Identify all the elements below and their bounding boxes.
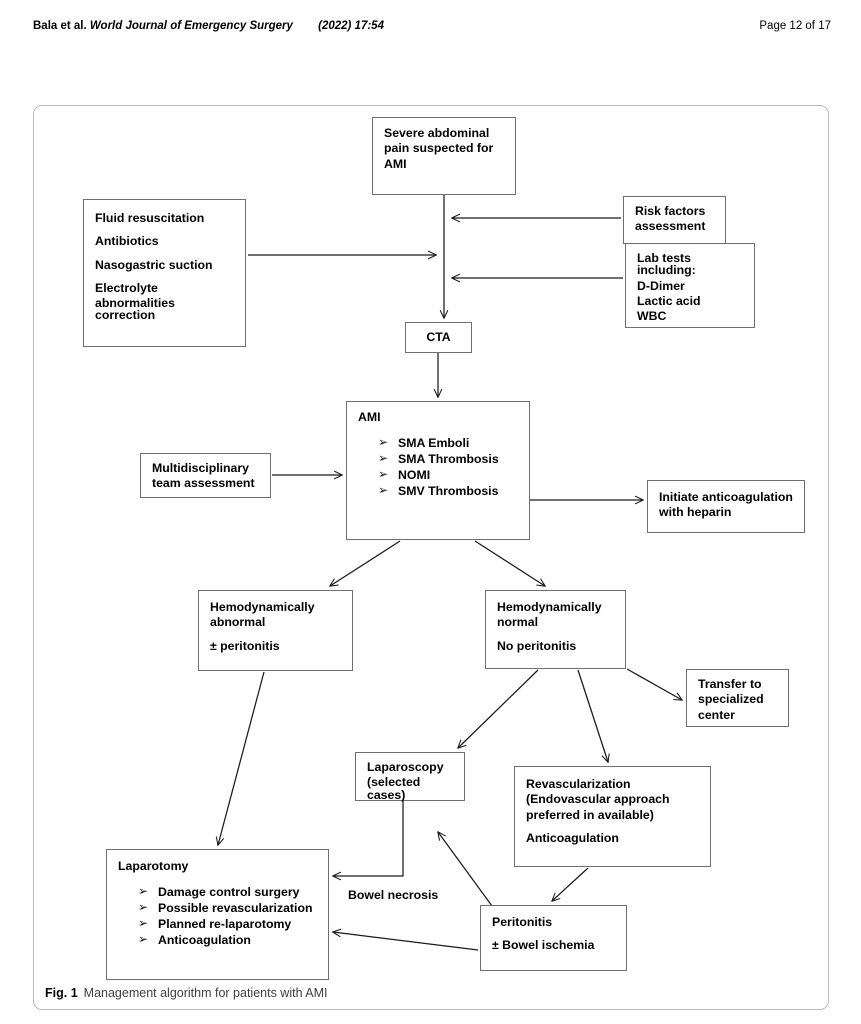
box-laparoscopy[interactable]: Laparoscopy (selected cases): [355, 752, 465, 801]
initial-line-4: Electrolyte: [95, 280, 158, 295]
bullet-arrow-icon: ➢: [378, 482, 389, 497]
initial-line-1: Fluid resuscitation: [95, 211, 205, 225]
bullet-arrow-icon: ➢: [378, 451, 389, 466]
bullet-arrow-icon: ➢: [138, 915, 149, 930]
anticoag-line-1: Initiate anticoagulation: [659, 490, 793, 504]
running-head-journal: World Journal of Emergency Surgery: [89, 20, 293, 32]
ami-bullet-label: SMA Thrombosis: [398, 452, 499, 467]
running-head-issue: (2022) 17:54: [318, 20, 384, 32]
laparotomy-bullet-label: Planned re-laparotomy: [158, 916, 292, 931]
peritonitis-title: Peritonitis: [492, 915, 553, 929]
page-number: Page 12 of 17: [759, 20, 831, 32]
revasc-line-3: preferred in available): [526, 807, 654, 822]
box-peritonitis[interactable]: Peritonitis ± Bowel ischemia: [480, 905, 627, 971]
figure-caption-text: Management algorithm for patients with A…: [83, 986, 328, 1000]
box-transfer-to-specialized-center[interactable]: Transfer to specialized center: [686, 669, 789, 727]
ami-bullet-item: ➢ SMV Thrombosis: [358, 482, 519, 498]
hemo-abn-sub: ± peritonitis: [210, 638, 280, 653]
initial-line-3: Nasogastric suction: [95, 257, 213, 272]
mdt-line-2: team assessment: [152, 476, 255, 491]
laparoscopy-line-2: (selected cases): [367, 775, 421, 802]
severe-line-1: Severe abdominal: [384, 126, 490, 140]
box-multidisciplinary-team[interactable]: Multidisciplinary team assessment: [140, 453, 271, 498]
lab-line-1: Lab tests including:: [637, 251, 696, 278]
initial-line-2: Antibiotics: [95, 234, 159, 249]
box-revascularization[interactable]: Revascularization (Endovascular approach…: [514, 766, 711, 867]
mdt-line-1: Multidisciplinary: [152, 461, 250, 475]
transfer-line-3: center: [698, 707, 735, 722]
laparotomy-bullet-label: Possible revascularization: [158, 901, 313, 916]
box-cta[interactable]: CTA: [405, 322, 472, 353]
peritonitis-sub: ± Bowel ischemia: [492, 938, 595, 953]
anticoag-line-2: with heparin: [659, 505, 732, 520]
laparotomy-title: Laparotomy: [118, 859, 189, 873]
ami-bullet-label: SMA Emboli: [398, 436, 470, 451]
severe-line-3: AMI: [384, 156, 407, 171]
risk-line-2: assessment: [635, 219, 706, 234]
ami-bullet-list: ➢ SMA Emboli ➢ SMA Thrombosis ➢ NOMI ➢ SMV T…: [358, 435, 519, 498]
bullet-arrow-icon: ➢: [378, 435, 389, 450]
risk-line-1: Risk factors: [635, 204, 706, 218]
hemo-norm-line-1: Hemodynamically: [497, 600, 602, 614]
box-risk-factors-assessment[interactable]: Risk factors assessment: [623, 196, 726, 244]
box-initiate-anticoagulation[interactable]: Initiate anticoagulation with heparin: [647, 480, 805, 533]
hemo-abn-line-1: Hemodynamically: [210, 600, 315, 614]
laparotomy-bullet-list: ➢ Damage control surgery ➢ Possible revasc…: [118, 884, 318, 947]
box-lab-tests[interactable]: Lab tests including: D-Dimer Lactic acid…: [625, 243, 755, 328]
laparoscopy-line-1: Laparoscopy: [367, 760, 444, 774]
severe-line-2: pain suspected for: [384, 141, 494, 156]
laparotomy-bullet-item: ➢ Planned re-laparotomy: [118, 915, 318, 931]
bullet-arrow-icon: ➢: [138, 884, 149, 899]
transfer-line-1: Transfer to: [698, 677, 762, 691]
box-severe-abdominal-pain[interactable]: Severe abdominal pain suspected for AMI: [372, 117, 516, 195]
lab-line-4: WBC: [637, 309, 667, 324]
box-hemodynamically-abnormal[interactable]: Hemodynamically abnormal ± peritonitis: [198, 590, 353, 671]
ami-bullet-item: ➢ NOMI: [358, 466, 519, 482]
ami-title: AMI: [358, 410, 381, 424]
box-ami[interactable]: AMI ➢ SMA Emboli ➢ SMA Thrombosis ➢ NOMI ➢ S…: [346, 401, 530, 540]
hemo-norm-line-2: normal: [497, 615, 538, 630]
box-laparotomy[interactable]: Laparotomy ➢ Damage control surgery ➢ Poss…: [106, 849, 329, 980]
ami-bullet-item: ➢ SMA Thrombosis: [358, 451, 519, 467]
cta-label: CTA: [426, 330, 451, 345]
ami-bullet-item: ➢ SMA Emboli: [358, 435, 519, 451]
box-hemodynamically-normal[interactable]: Hemodynamically normal No peritonitis: [485, 590, 626, 669]
figure-number: Fig. 1: [45, 986, 78, 1000]
lab-line-2: D-Dimer: [637, 278, 685, 293]
laparotomy-bullet-item: ➢ Damage control surgery: [118, 884, 318, 900]
bullet-arrow-icon: ➢: [378, 466, 389, 481]
running-head: Bala et al. World Journal of Emergency S…: [0, 20, 861, 38]
ami-bullet-label: NOMI: [398, 467, 431, 482]
box-initial-management[interactable]: Fluid resuscitation Antibiotics Nasogast…: [83, 199, 246, 347]
running-head-authors: Bala et al.: [33, 20, 87, 32]
initial-line-5: abnormalities correction: [95, 296, 175, 323]
running-head-left: Bala et al. World Journal of Emergency S…: [33, 20, 384, 32]
figure-caption: Fig. 1 Management algorithm for patients …: [45, 986, 328, 1000]
laparotomy-bullet-label: Anticoagulation: [158, 932, 251, 947]
laparotomy-bullet-item: ➢ Anticoagulation: [118, 931, 318, 947]
laparotomy-bullet-item: ➢ Possible revascularization: [118, 900, 318, 916]
revasc-line-1: Revascularization: [526, 777, 631, 791]
hemo-abn-line-2: abnormal: [210, 615, 266, 630]
bullet-arrow-icon: ➢: [138, 931, 149, 946]
transfer-line-2: specialized: [698, 692, 764, 707]
revasc-line-2: (Endovascular approach: [526, 792, 670, 807]
lab-line-3: Lactic acid: [637, 293, 701, 308]
edge-label-bowel-necrosis: Bowel necrosis: [348, 888, 439, 902]
laparotomy-bullet-label: Damage control surgery: [158, 885, 300, 900]
revasc-sub: Anticoagulation: [526, 830, 619, 845]
ami-bullet-label: SMV Thrombosis: [398, 483, 499, 498]
bullet-arrow-icon: ➢: [138, 900, 149, 915]
hemo-norm-sub: No peritonitis: [497, 638, 577, 653]
